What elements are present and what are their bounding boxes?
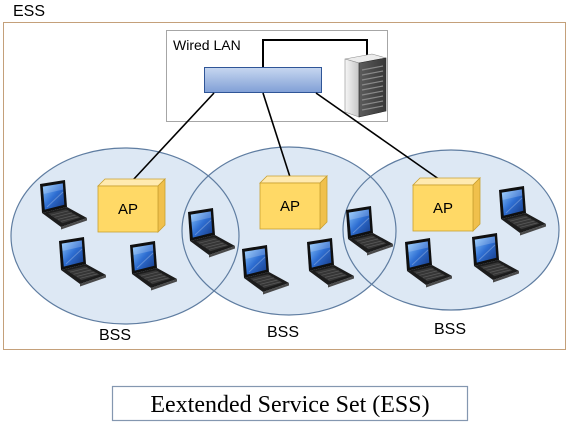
ap-top-face xyxy=(97,178,166,187)
access-point-icon xyxy=(259,175,328,230)
wired-lan-label: Wired LAN xyxy=(173,37,241,53)
access-point-icon xyxy=(97,178,166,233)
ap-label: AP xyxy=(280,198,300,215)
ap-side-face xyxy=(319,175,328,230)
ap-link-3 xyxy=(315,92,444,183)
bss-border-2 xyxy=(181,146,397,316)
ess-label: ESS xyxy=(13,3,45,20)
ap-label: AP xyxy=(433,200,453,217)
ap-top-face xyxy=(412,177,481,186)
bss-border-1 xyxy=(10,147,240,325)
access-point-node-1: AP xyxy=(97,178,166,233)
ap-front-face xyxy=(412,184,474,232)
server-icon xyxy=(344,53,387,118)
ap-side-face xyxy=(157,178,166,233)
caption-box xyxy=(111,385,469,422)
bss-border-3 xyxy=(342,149,560,311)
ap-link-1 xyxy=(132,92,215,181)
switch-icon xyxy=(204,67,322,93)
ess-boundary xyxy=(3,22,566,350)
ap-front-face xyxy=(259,182,321,230)
ap-link-2 xyxy=(262,92,291,178)
bss-label: BSS xyxy=(434,321,466,338)
ap-front-face xyxy=(97,185,159,233)
access-point-node-2: AP xyxy=(259,175,328,230)
server-vents xyxy=(361,65,384,111)
ap-label: AP xyxy=(118,201,138,218)
ap-top-face xyxy=(259,175,328,184)
bss-label: BSS xyxy=(267,324,299,341)
access-point-icon xyxy=(412,177,481,232)
server-uplink-cable xyxy=(262,39,368,67)
caption-text: Eextended Service Set (ESS) xyxy=(150,392,429,418)
bss-areas xyxy=(10,146,560,325)
server-side xyxy=(344,58,360,118)
bss-label: BSS xyxy=(99,327,131,344)
wired-lan: Wired LAN xyxy=(166,30,388,122)
bss-area-1 xyxy=(11,148,239,324)
ap-side-face xyxy=(472,177,481,232)
access-point-node-3: AP xyxy=(412,177,481,232)
